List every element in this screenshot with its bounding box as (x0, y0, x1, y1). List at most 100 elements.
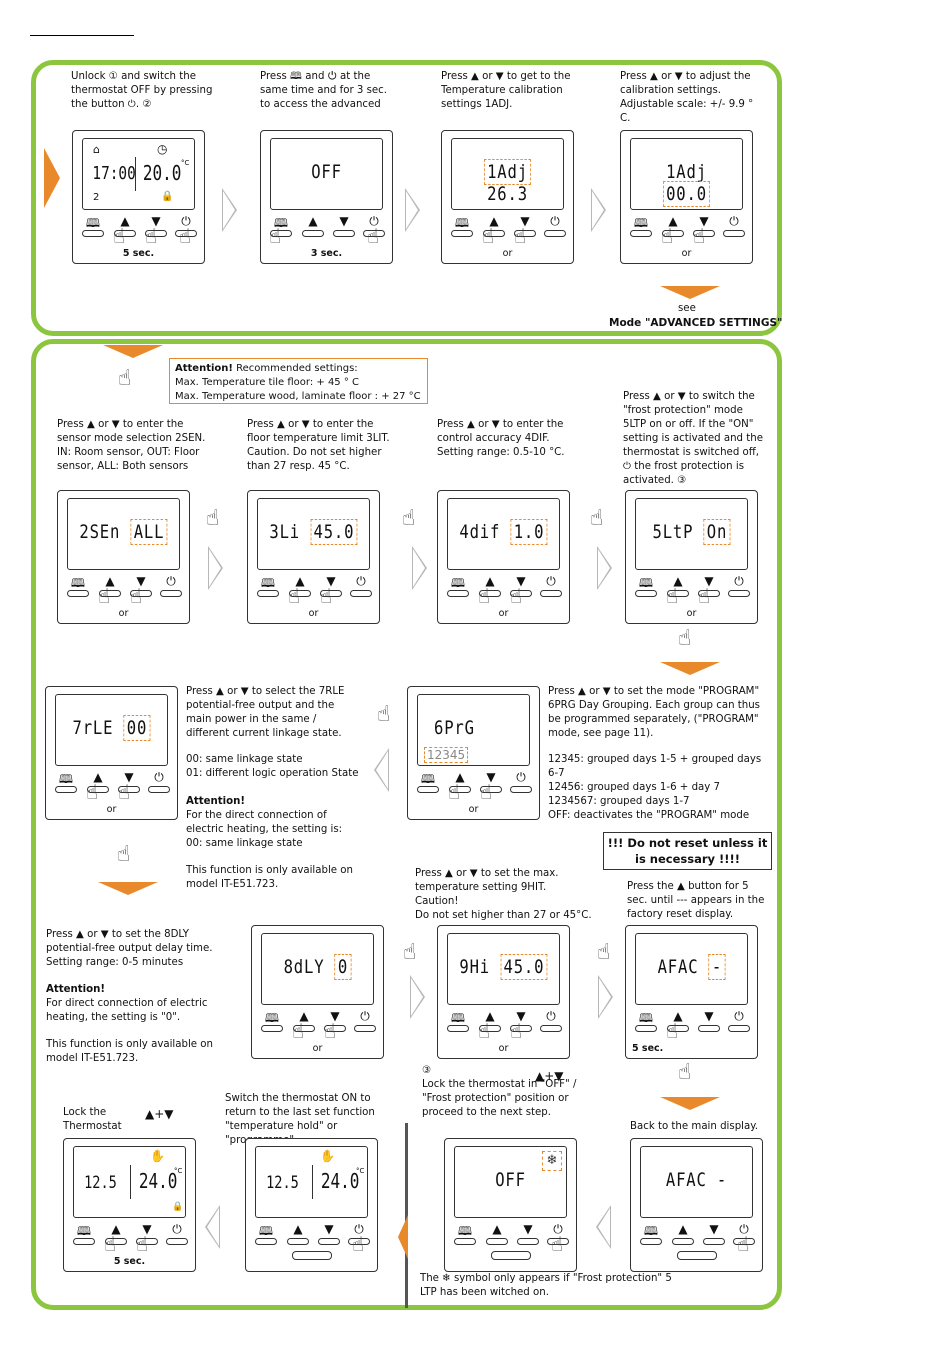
book-button[interactable] (635, 1025, 657, 1032)
book-button[interactable] (447, 1025, 469, 1032)
down-button[interactable] (514, 230, 536, 237)
book-button[interactable] (255, 1238, 277, 1245)
bottom-label: or (502, 248, 513, 259)
step-7rle-attention-text: For the direct connection of electric he… (186, 810, 343, 849)
power-button[interactable] (175, 230, 197, 237)
book-button[interactable] (447, 590, 469, 597)
power-button[interactable] (363, 230, 385, 237)
lcd-divider (135, 157, 136, 191)
up-button[interactable] (87, 786, 109, 793)
bottom-label: or (498, 608, 509, 619)
up-button[interactable] (293, 1025, 315, 1032)
power-button[interactable] (728, 1025, 750, 1032)
book-button[interactable] (82, 230, 104, 237)
power-button[interactable] (544, 230, 566, 237)
up-button[interactable] (289, 590, 311, 597)
power-button[interactable] (547, 1238, 569, 1245)
power-button[interactable] (540, 590, 562, 597)
book-button[interactable] (417, 786, 439, 793)
pressing-hand-icon: ☝ (320, 584, 333, 608)
down-triangle-icon: ▼ (124, 770, 134, 784)
lcd-label: AFAC (665, 1169, 707, 1191)
power-icon: ⏻ (356, 574, 366, 588)
power-button[interactable] (350, 590, 372, 597)
power-icon: ⏻ (516, 770, 526, 784)
up-button[interactable] (667, 1025, 689, 1032)
power-button[interactable] (166, 1238, 188, 1245)
up-button[interactable] (479, 1025, 501, 1032)
down-button[interactable] (510, 1025, 532, 1032)
up-button[interactable] (662, 230, 684, 237)
lock-icon: 🔒 (172, 1202, 184, 1212)
spare-button[interactable] (491, 1251, 531, 1260)
down-arrow-icon (103, 345, 163, 358)
pressing-hand-icon: ☝ (269, 224, 282, 248)
book-button[interactable] (451, 230, 473, 237)
up-button[interactable] (105, 1238, 127, 1245)
up-button[interactable] (483, 230, 505, 237)
pressing-hand-icon: ☝ (403, 940, 417, 965)
up-button[interactable] (99, 590, 121, 597)
up-button[interactable] (287, 1238, 309, 1245)
up-triangle-icon: ▲ (120, 214, 130, 228)
pressing-hand-icon: ☝ (448, 780, 461, 804)
lcd-label: 4dif (459, 521, 501, 543)
power-button[interactable] (733, 1238, 755, 1245)
down-button[interactable] (703, 1238, 725, 1245)
up-button[interactable] (672, 1238, 694, 1245)
lock-combo-icon: ▲+▼ (145, 1107, 174, 1121)
spare-button[interactable] (292, 1251, 332, 1260)
book-button[interactable] (261, 1025, 283, 1032)
up-button[interactable] (479, 590, 501, 597)
up-button[interactable] (449, 786, 471, 793)
up-button[interactable] (486, 1238, 508, 1245)
pressing-hand-icon: ☝ (324, 1019, 337, 1043)
down-button[interactable] (517, 1238, 539, 1245)
book-button[interactable] (67, 590, 89, 597)
step-7rle-availability: This function is only available on model… (186, 865, 353, 890)
power-button[interactable] (540, 1025, 562, 1032)
up-button[interactable] (667, 590, 689, 597)
book-button[interactable] (257, 590, 279, 597)
up-button[interactable] (114, 230, 136, 237)
power-button[interactable] (723, 230, 745, 237)
down-button[interactable] (698, 590, 720, 597)
power-button[interactable] (160, 590, 182, 597)
down-button[interactable] (318, 1238, 340, 1245)
down-button[interactable] (480, 786, 502, 793)
power-button[interactable] (348, 1238, 370, 1245)
attention-line-3: Max. Temperature wood, laminate floor : … (175, 391, 421, 402)
down-triangle-icon: ▼ (704, 574, 714, 588)
pressing-hand-icon: ☝ (678, 1060, 692, 1085)
book-button[interactable] (454, 1238, 476, 1245)
pressing-hand-icon: ☝ (693, 224, 706, 248)
up-button[interactable] (302, 230, 324, 237)
book-icon: 🕮 (58, 772, 74, 786)
power-icon: ⏻ (354, 1222, 364, 1236)
down-button[interactable] (320, 590, 342, 597)
up-triangle-icon: ▲ (293, 1222, 303, 1236)
spare-button[interactable] (677, 1251, 717, 1260)
down-button[interactable] (698, 1025, 720, 1032)
step-reset-text: Press the ▲ button for 5 sec. until --- … (627, 881, 765, 920)
down-button[interactable] (118, 786, 140, 793)
down-button[interactable] (136, 1238, 158, 1245)
book-button[interactable] (73, 1238, 95, 1245)
book-button[interactable] (635, 590, 657, 597)
book-button[interactable] (630, 230, 652, 237)
down-button[interactable] (324, 1025, 346, 1032)
book-button[interactable] (640, 1238, 662, 1245)
power-button[interactable] (148, 786, 170, 793)
book-button[interactable] (270, 230, 292, 237)
power-button[interactable] (510, 786, 532, 793)
book-button[interactable] (55, 786, 77, 793)
power-button[interactable] (728, 590, 750, 597)
down-button[interactable] (145, 230, 167, 237)
down-button[interactable] (510, 590, 532, 597)
down-button[interactable] (130, 590, 152, 597)
clock-icon: ◷ (157, 142, 168, 156)
pressing-hand-icon: ☝ (118, 366, 132, 391)
down-button[interactable] (333, 230, 355, 237)
down-button[interactable] (693, 230, 715, 237)
power-button[interactable] (354, 1025, 376, 1032)
